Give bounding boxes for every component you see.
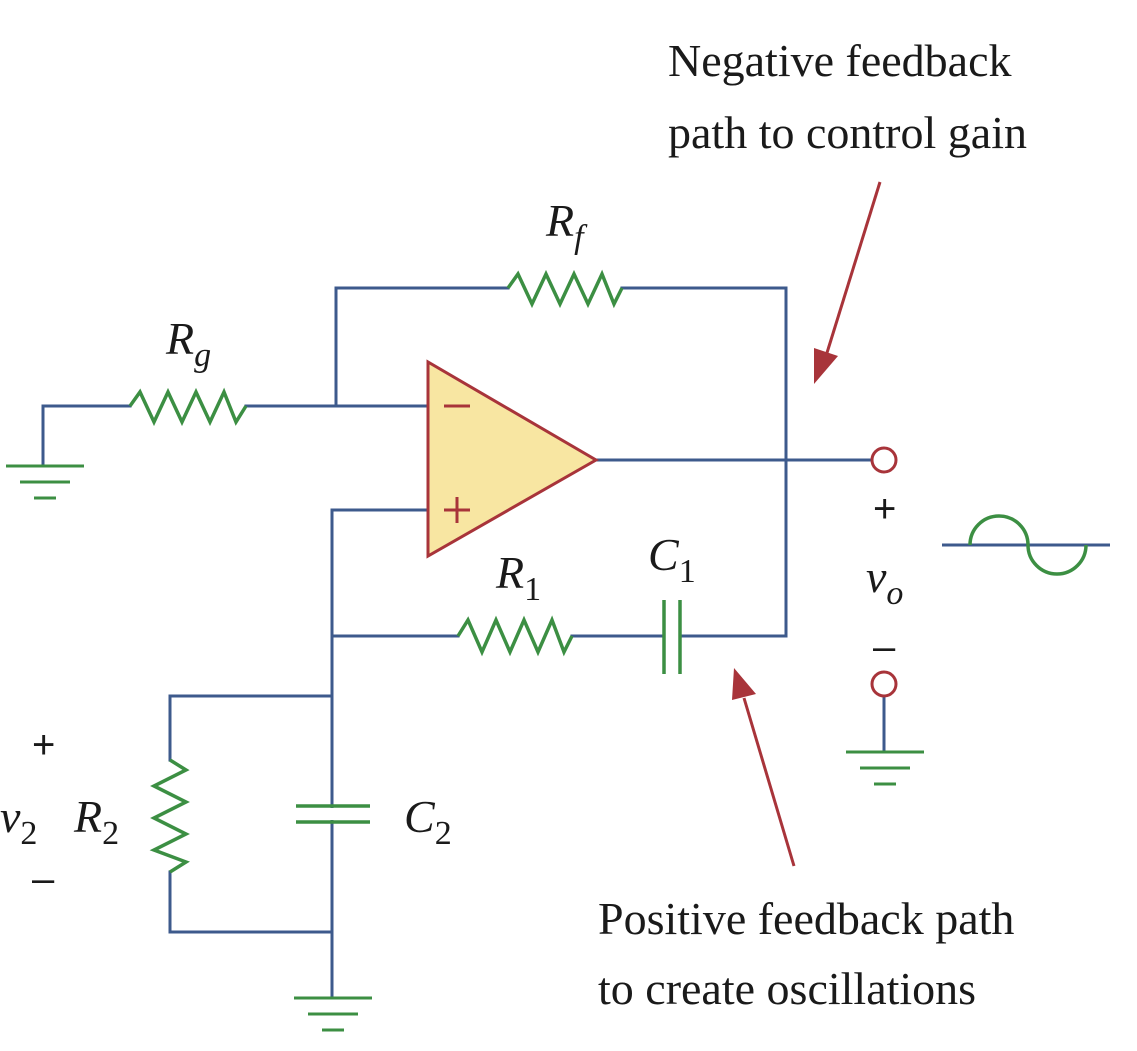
ground-symbol-left [6, 464, 84, 500]
positive-feedback-label: Positive feedback path to create oscilla… [598, 893, 1026, 1014]
positive-feedback-line-1: Positive feedback path [598, 893, 1014, 944]
negative-feedback-arrow [814, 181, 882, 384]
ground-symbol-output [846, 750, 924, 786]
wire-r2-bottom [168, 870, 334, 934]
v2-minus-sign: – [32, 857, 55, 901]
positive-feedback-line-2: to create oscillations [598, 963, 976, 1014]
wire-r2-top [168, 694, 334, 762]
wire-ground-to-rg [41, 404, 132, 468]
output-minus-sign: – [873, 625, 896, 669]
label-c2: C2 [404, 791, 452, 852]
label-rg: Rg [165, 313, 211, 374]
negative-feedback-line-1: Negative feedback [668, 35, 1012, 86]
wires [41, 286, 886, 1000]
op-amp [426, 359, 599, 559]
capacitor-c1 [662, 600, 682, 674]
negative-feedback-label: Negative feedback path to control gain [668, 35, 1027, 158]
resistor-r1 [456, 615, 574, 657]
output-plus-sign: + [873, 487, 896, 531]
output-terminal-top [870, 446, 898, 474]
negative-feedback-line-2: path to control gain [668, 107, 1027, 158]
label-r2: R2 [73, 791, 119, 852]
label-v2: v2 [0, 791, 37, 852]
capacitor-c2 [296, 804, 370, 824]
wire-rf-right [620, 286, 788, 638]
v2-plus-sign: + [32, 723, 55, 767]
ground-symbol-bottom [294, 996, 372, 1032]
resistor-r2 [149, 758, 190, 874]
sine-wave-icon [942, 514, 1110, 576]
wire-noninverting-input [330, 508, 430, 1000]
label-rf: Rf [545, 195, 588, 256]
resistor-rf [506, 269, 624, 309]
wire-rf-left [334, 286, 510, 408]
label-r1: R1 [495, 547, 541, 608]
label-c1: C1 [648, 529, 696, 590]
positive-feedback-arrow [732, 668, 796, 867]
resistor-rg [128, 387, 248, 427]
label-vo: vo [866, 551, 903, 612]
output-terminal-bottom [870, 670, 898, 698]
